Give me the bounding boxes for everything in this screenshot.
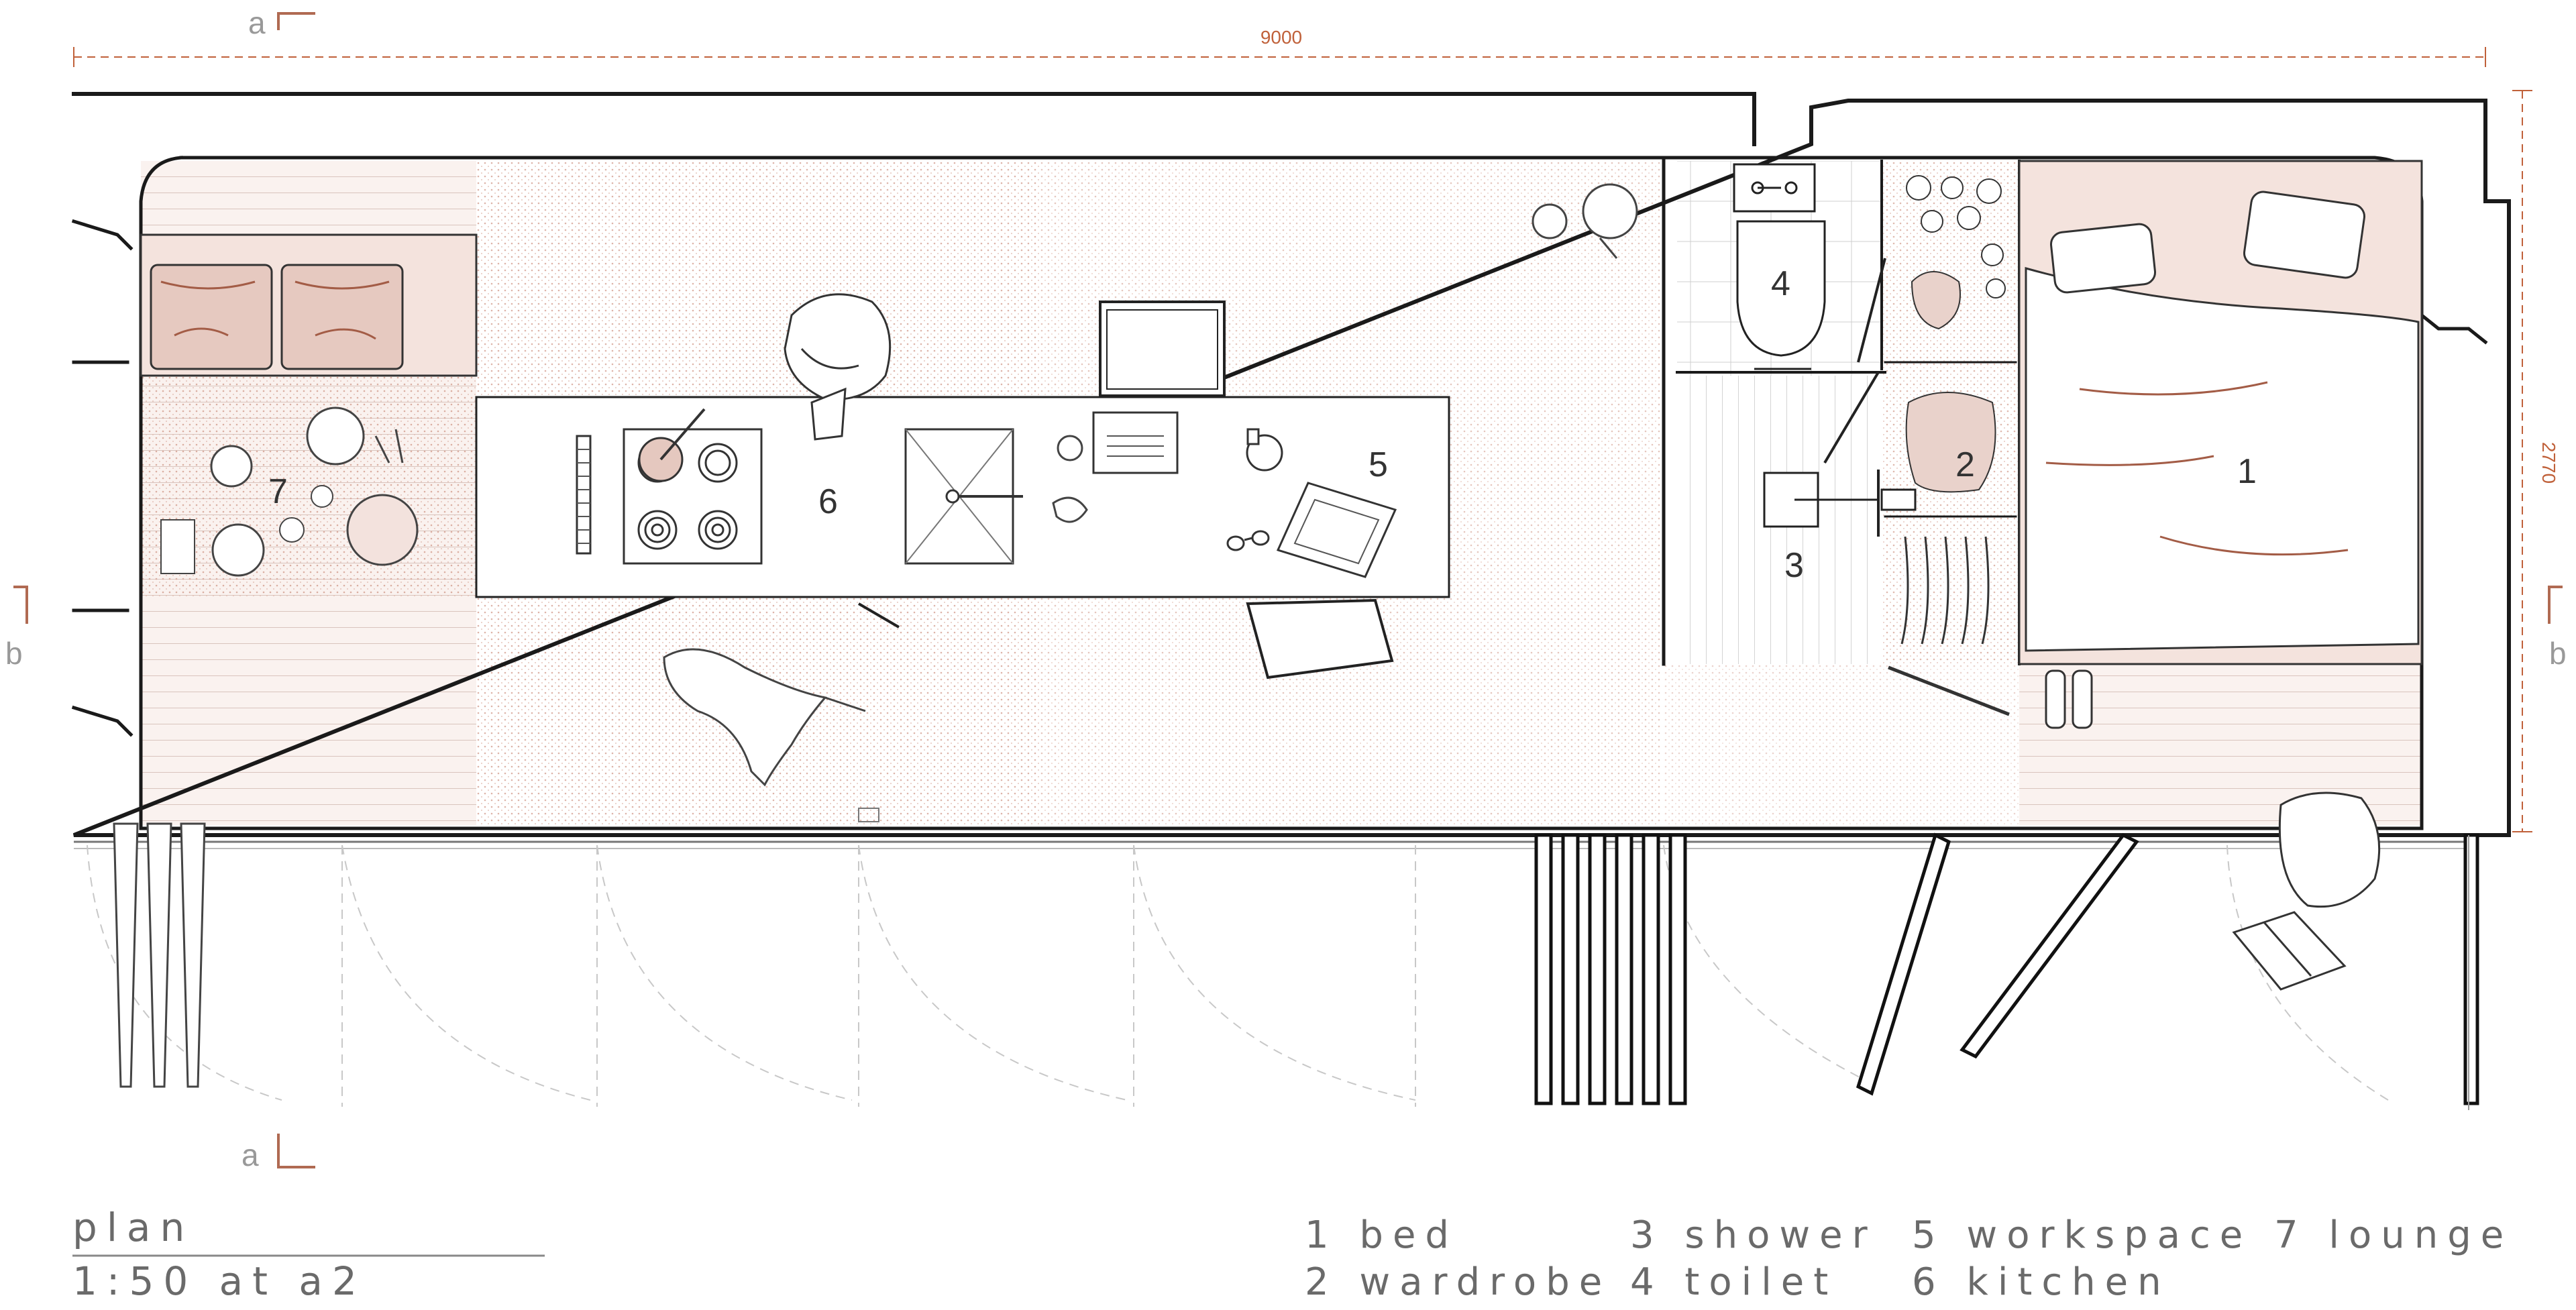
room-number-kitchen: 6 (818, 482, 838, 521)
legend-item: 1 bed (1305, 1213, 1458, 1257)
room-number-shower: 3 (1784, 546, 1804, 585)
legend-item: 5 workspace (1912, 1213, 2252, 1257)
lounge-rug (141, 362, 476, 597)
chairs (857, 301, 1394, 679)
legend-item: 3 shower (1630, 1213, 1877, 1257)
person-reading (2232, 792, 2381, 991)
legend-item: 2 wardrobe (1305, 1260, 1611, 1304)
walls (71, 92, 2511, 837)
legend-item: 6 kitchen (1912, 1260, 2171, 1304)
room-number-wardrobe: 2 (1955, 445, 1975, 484)
bed (2018, 160, 2423, 729)
lounge-furniture (140, 233, 478, 577)
plan-scale: 1:50 at a2 (72, 1258, 366, 1304)
counter (475, 396, 1450, 598)
section-markers (13, 12, 2563, 1168)
entry-floor (1664, 664, 2019, 825)
person-cooking (784, 293, 892, 441)
sofa-cushion-1 (150, 264, 273, 370)
section-a-top: a (248, 5, 266, 40)
section-b-left: b (5, 636, 23, 671)
bathroom (1733, 163, 1917, 537)
duvet (2025, 267, 2420, 652)
plants (1532, 183, 1638, 259)
facade-doors (74, 808, 2479, 1110)
legend-item: 7 lounge (2274, 1213, 2513, 1257)
room-number-lounge: 7 (268, 472, 288, 511)
dog (663, 648, 866, 787)
wardrobe (1888, 175, 2010, 716)
width-dimension: 9000 (1260, 27, 1302, 48)
legend-item: 4 toilet (1630, 1260, 1837, 1304)
sofa-cushion-2 (280, 264, 404, 370)
room-number-toilet: 4 (1771, 264, 1790, 303)
left-window-bay (71, 219, 133, 737)
right-window-bay (2419, 313, 2488, 345)
section-b-right: b (2549, 636, 2567, 671)
dimension-lines (73, 47, 2532, 832)
legend: 1 bed 2 wardrobe 3 shower 4 toilet 5 wor… (1305, 1213, 2513, 1304)
plan-title: plan (72, 1205, 194, 1250)
toilet (1736, 220, 1826, 357)
pillow-1 (2243, 190, 2365, 279)
room-number-workspace: 5 (1368, 445, 1388, 484)
depth-dimension: 2770 (2538, 442, 2559, 484)
room-number-bed: 1 (2237, 452, 2257, 491)
pillow-2 (2049, 223, 2157, 294)
section-a-bottom: a (241, 1138, 259, 1172)
